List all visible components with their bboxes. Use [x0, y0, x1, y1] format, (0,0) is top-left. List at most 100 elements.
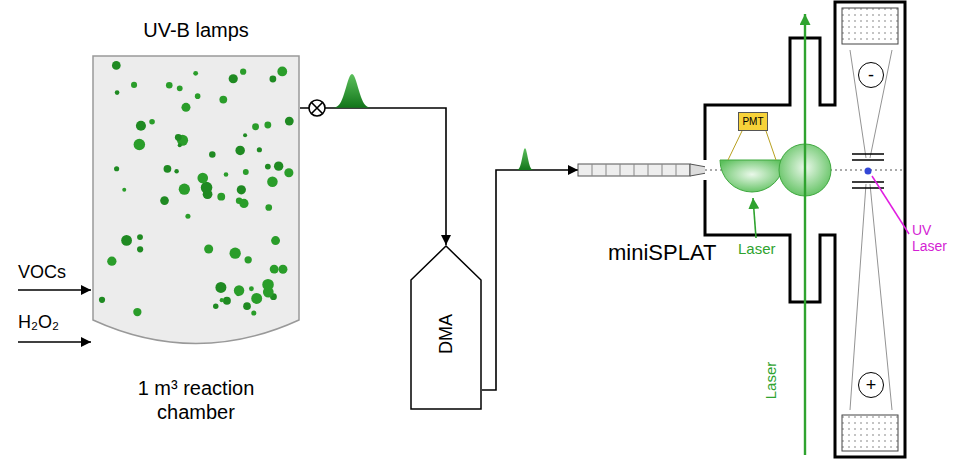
flow-connector: [482, 170, 578, 390]
ionization-point: [865, 168, 872, 175]
aerosol-particle: [107, 257, 116, 266]
leader-line: [872, 176, 909, 234]
aerosol-particle: [209, 151, 216, 158]
aerosol-particle: [285, 117, 294, 126]
ion-detector: [842, 415, 898, 451]
inlet-segment: [606, 164, 607, 176]
aerosol-particle: [271, 236, 280, 245]
aerosol-particle: [262, 279, 274, 291]
aerosol-particle: [240, 68, 246, 74]
aerosol-particle: [178, 143, 182, 147]
aerosol-particle: [195, 93, 201, 99]
aerosol-particle: [224, 172, 229, 177]
aerosol-particle: [137, 234, 143, 240]
aerosol-particle: [252, 123, 259, 130]
aerosol-particle: [197, 173, 208, 184]
size-distribution: [332, 74, 534, 170]
aerosol-particle: [122, 188, 126, 192]
inlet-tube: [578, 164, 690, 176]
aerosol-particle: [274, 161, 283, 170]
aerosol-particle: [193, 71, 198, 76]
input-label: H₂O₂: [18, 312, 59, 333]
aerosol-particle: [239, 199, 248, 208]
aerosol-particle: [174, 169, 178, 173]
ion-optics: [852, 154, 884, 188]
pmt-detector: PMT: [738, 112, 768, 131]
aerosol-particle: [219, 96, 227, 104]
valve-symbol: [311, 102, 322, 113]
aerosol-particle: [133, 308, 141, 316]
aerosol-particle: [177, 85, 183, 91]
laser-beam: [804, 14, 806, 455]
size-distribution-peak: [332, 74, 372, 108]
input-label: VOCs: [18, 262, 66, 283]
aerosol-particle: [237, 185, 246, 194]
inlet-segment: [634, 164, 635, 176]
aerosol-particle: [249, 286, 254, 291]
aerosol-particle: [149, 119, 155, 125]
aerosol-particle: [112, 61, 121, 70]
aerosol-particle: [164, 165, 172, 173]
ion-electrode: +: [858, 372, 884, 398]
aerosol-particle: [213, 303, 218, 308]
aerosol-particle: [115, 90, 120, 95]
aerosol-particle: [160, 196, 169, 205]
inlet-segment: [620, 164, 621, 176]
ion-electrode: -: [858, 62, 884, 88]
aerosol-particle: [251, 293, 262, 304]
aerosol-particle: [277, 67, 287, 77]
node-label: miniSPLAT: [608, 240, 716, 266]
size-distribution-peak: [516, 148, 534, 170]
feed-arrow: [18, 341, 91, 343]
aerosol-particle: [181, 103, 190, 112]
aerosol-particle: [265, 204, 272, 211]
aerosol-particle: [243, 133, 247, 137]
aerosol-particle: [220, 298, 224, 302]
aerosol-particle: [257, 147, 262, 152]
pmt-view: [766, 131, 776, 160]
aerosol-particle: [278, 265, 287, 274]
aerosol-particle: [245, 256, 252, 263]
aerosol-particle: [136, 121, 146, 131]
aerosol-particle: [175, 134, 182, 141]
node-label: +: [866, 376, 877, 394]
aerosol-particle: [229, 74, 238, 83]
aerosol-particle: [99, 297, 105, 303]
aerosol-particle: [270, 265, 279, 274]
aerosol-particle: [230, 248, 241, 259]
aerosol-particle: [201, 182, 213, 194]
aerosol-particle: [204, 245, 213, 254]
ion-detector: [842, 8, 898, 44]
laser-label: UV Laser: [912, 222, 956, 254]
aerosol-particle: [264, 122, 271, 129]
node-label: -: [868, 66, 874, 84]
aerosol-particle: [223, 297, 231, 305]
aerosol-particle: [243, 302, 251, 310]
aerosol-particle: [284, 168, 293, 177]
aerosol-particle: [234, 285, 244, 295]
aerosol-particle: [269, 76, 276, 83]
flow-connector: [300, 108, 446, 245]
reaction-chamber: UV-B lamps1 m³ reaction chamber: [92, 55, 300, 360]
inlet-segment: [648, 164, 649, 176]
inlet-segment: [592, 164, 593, 176]
instrument: miniSPLAT PMT - +: [578, 0, 918, 459]
node-label: DMA: [436, 314, 457, 354]
feed-arrow: [18, 289, 91, 291]
dma-column: DMA: [410, 245, 482, 410]
aerosol-particle: [179, 184, 190, 195]
aerosol-particle: [235, 146, 245, 156]
aerosol-particle: [131, 82, 137, 88]
leader-line: [753, 198, 756, 238]
node-outline: [92, 55, 300, 360]
pmt-view: [728, 131, 742, 160]
laser-label: Laser: [762, 362, 779, 400]
aerosol-particle: [114, 166, 119, 171]
aerosol-particle: [137, 246, 143, 252]
aerosol-particle: [134, 139, 145, 150]
laser-label: Laser: [738, 240, 776, 257]
ion-path: [850, 50, 892, 410]
dma-outline: [411, 246, 481, 409]
valve-symbol: [309, 100, 325, 116]
collection-mirror: [720, 160, 784, 192]
